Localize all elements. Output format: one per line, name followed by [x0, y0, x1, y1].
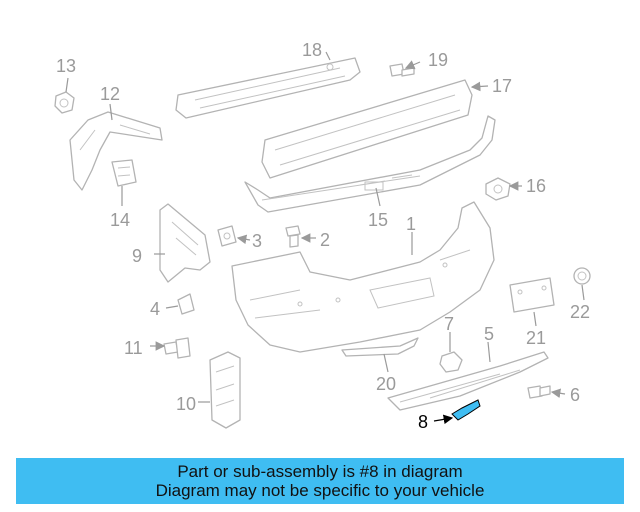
callout-11: 11 [124, 338, 143, 358]
part-21-plate-bracket [509, 277, 555, 313]
callout-9: 9 [132, 246, 142, 266]
callout-16: 16 [526, 176, 546, 196]
callout-21: 21 [526, 328, 546, 348]
callout-2: 2 [320, 230, 330, 250]
banner-line-1: Part or sub-assembly is #8 in diagram [177, 462, 463, 481]
part-9-side-guide [159, 203, 211, 283]
part-12-side-bracket [69, 111, 163, 191]
part-17-absorber [261, 79, 473, 179]
part-22-sensor [573, 267, 591, 285]
callout-15: 15 [368, 210, 388, 230]
callout-10: 10 [176, 394, 196, 414]
callout-13: 13 [56, 56, 76, 76]
part-13-nut [54, 91, 75, 114]
info-banner: Part or sub-assembly is #8 in diagram Di… [16, 458, 624, 504]
part-3-clip [217, 225, 237, 247]
callout-5: 5 [484, 324, 494, 344]
part-15-reinforcement [244, 115, 496, 213]
callout-labels: 13 12 18 19 17 16 15 14 9 3 2 1 4 11 10 … [56, 40, 590, 432]
part-11-fastener [163, 337, 191, 359]
callout-6: 6 [570, 385, 580, 405]
part-18-bracket [175, 57, 361, 119]
callout-12: 12 [100, 84, 120, 104]
part-8-highlighted-bracket [451, 399, 481, 421]
callout-4: 4 [150, 299, 160, 319]
leader-lines [65, 51, 585, 425]
callout-14: 14 [110, 210, 130, 230]
callout-1: 1 [406, 214, 416, 234]
part-16-nut [485, 177, 511, 201]
part-10-lower-bracket [209, 351, 241, 429]
callout-18: 18 [302, 40, 322, 60]
callout-20: 20 [376, 374, 396, 394]
part-5-lower-panel [387, 351, 549, 411]
part-4-clip [177, 293, 195, 315]
part-7-grommet [439, 351, 463, 373]
callout-22: 22 [570, 302, 590, 322]
part-6-screw [527, 385, 551, 399]
callout-17: 17 [492, 76, 512, 96]
part-1-bumper-cover [231, 201, 495, 353]
banner-line-2: Diagram may not be specific to your vehi… [155, 481, 485, 500]
part-14-clip [111, 159, 137, 187]
part-20-lower-trim [341, 337, 419, 357]
part-2-screw [285, 225, 301, 248]
callout-3: 3 [252, 231, 262, 251]
callout-19: 19 [428, 50, 448, 70]
callout-7: 7 [444, 314, 454, 334]
callout-8: 8 [418, 412, 428, 432]
